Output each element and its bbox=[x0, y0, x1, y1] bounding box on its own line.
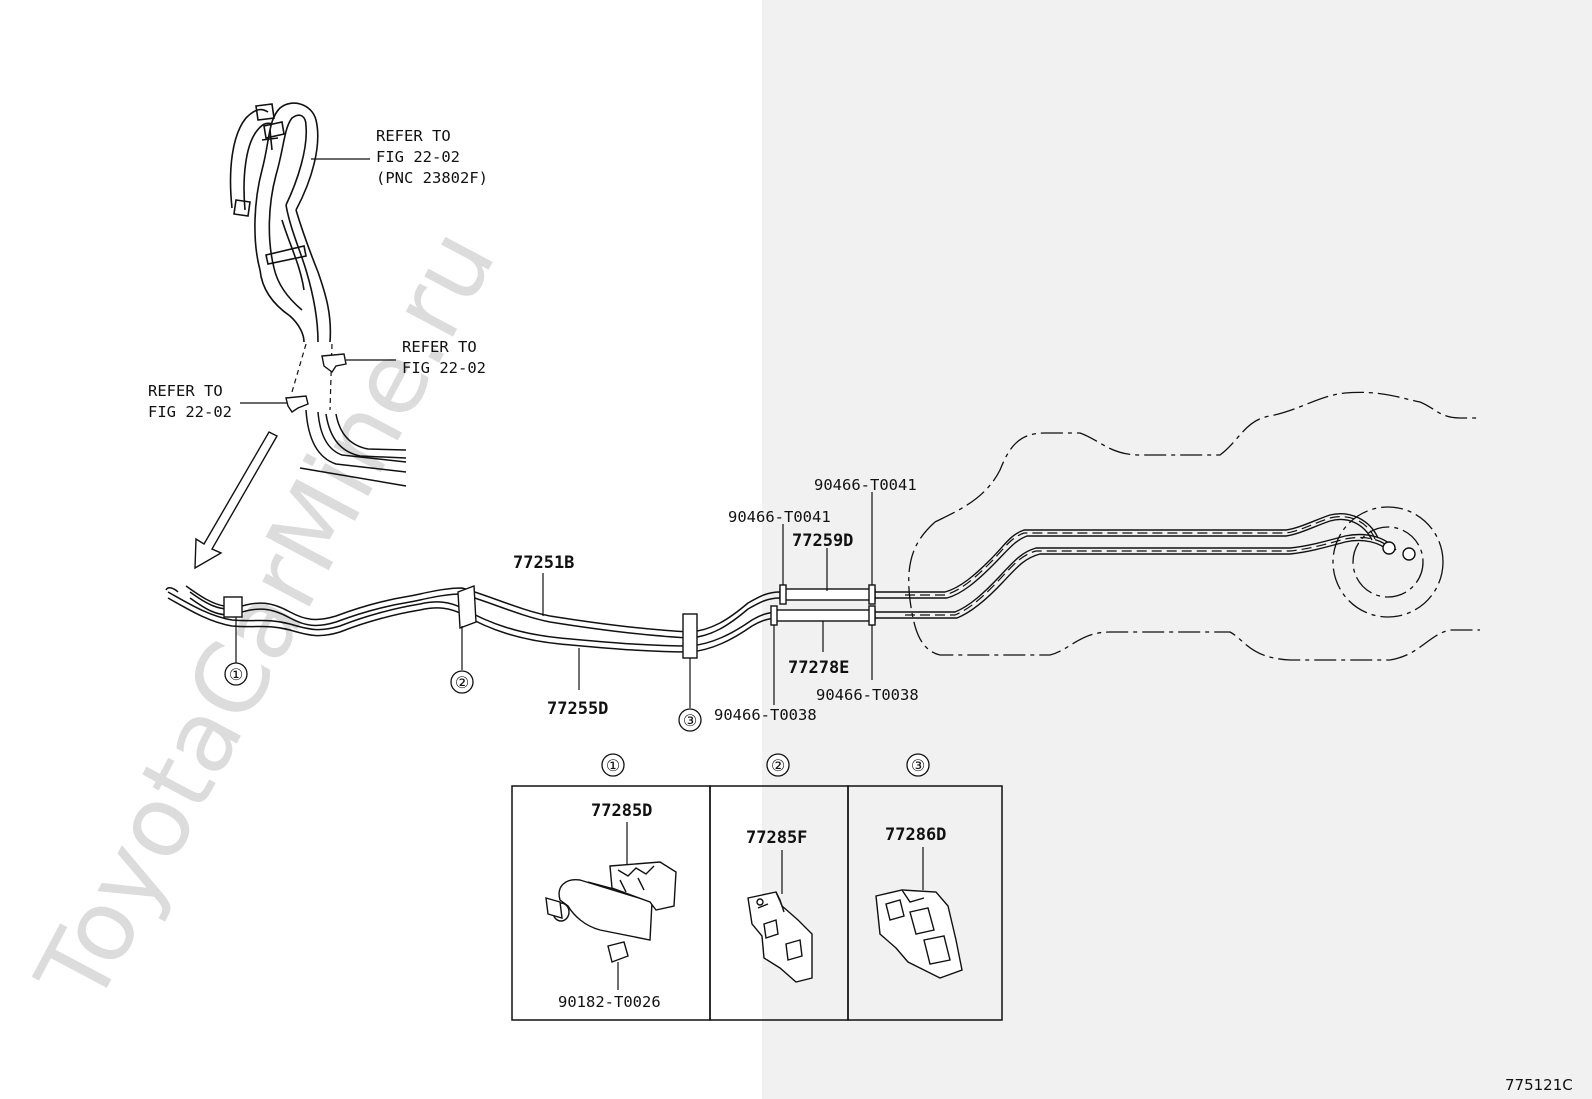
refer-clip-right-line2: FIG 22-02 bbox=[402, 359, 486, 377]
refer-pnc-line1: REFER TO bbox=[376, 127, 451, 145]
detail-box-3-part: 77286D bbox=[885, 825, 946, 845]
callout-1: ① bbox=[229, 665, 243, 684]
part-77259D: 77259D bbox=[792, 531, 853, 551]
refer-clip-right-line1: REFER TO bbox=[402, 338, 477, 356]
rubber-hoses bbox=[771, 588, 876, 622]
detail-box-2: ② 77285F bbox=[709, 753, 849, 1021]
main-fuel-tubes bbox=[165, 585, 781, 653]
tank-tube-stubs bbox=[299, 409, 407, 487]
detail-box-1: ① 77285D 90182-T0026 bbox=[511, 753, 711, 1021]
tank-side-tubes bbox=[875, 513, 1397, 619]
callout-3: ③ bbox=[683, 711, 697, 730]
part-77251B: 77251B bbox=[513, 553, 574, 573]
part-clamp-upper-right: 90466-T0041 bbox=[814, 476, 917, 494]
refer-pnc-line2: FIG 22-02 bbox=[376, 148, 460, 166]
detail-box-1-part-b: 90182-T0026 bbox=[558, 993, 661, 1011]
part-77278E: 77278E bbox=[788, 658, 849, 678]
watermark: ToyotaCarMine.ru bbox=[15, 212, 518, 1022]
detail-box-2-number: ② bbox=[771, 756, 785, 775]
part-clamp-upper-left: 90466-T0041 bbox=[728, 508, 831, 526]
refer-clip-left-line2: FIG 22-02 bbox=[148, 403, 232, 421]
part-77255D: 77255D bbox=[547, 699, 608, 719]
hose-clips bbox=[285, 353, 347, 413]
detail-box-2-part: 77285F bbox=[746, 828, 807, 848]
detail-box-3-number: ③ bbox=[911, 756, 925, 775]
refer-clip-left-line1: REFER TO bbox=[148, 382, 223, 400]
callout-2: ② bbox=[455, 673, 469, 692]
direction-arrow bbox=[194, 431, 278, 570]
detail-box-3: ③ 77286D bbox=[847, 753, 1003, 1021]
detail-box-1-part-a: 77285D bbox=[591, 801, 652, 821]
tube-clamps bbox=[223, 585, 698, 659]
part-clamp-lower-left: 90466-T0038 bbox=[714, 706, 817, 724]
part-leaders bbox=[542, 492, 873, 705]
part-clamp-lower-right: 90466-T0038 bbox=[816, 686, 919, 704]
tube-end-2 bbox=[1402, 547, 1416, 561]
refer-pnc-line3: (PNC 23802F) bbox=[376, 169, 488, 187]
illustration-id: 775121C bbox=[1505, 1076, 1573, 1094]
callout-circles bbox=[224, 662, 702, 732]
detail-box-1-number: ① bbox=[606, 756, 620, 775]
fuel-filler-hose-assembly bbox=[229, 102, 332, 343]
hidden-tube-lines bbox=[905, 516, 1394, 616]
tube-end-1 bbox=[1382, 541, 1396, 555]
fuel-tank-outline bbox=[908, 391, 1480, 661]
callout-leaders bbox=[235, 617, 691, 708]
